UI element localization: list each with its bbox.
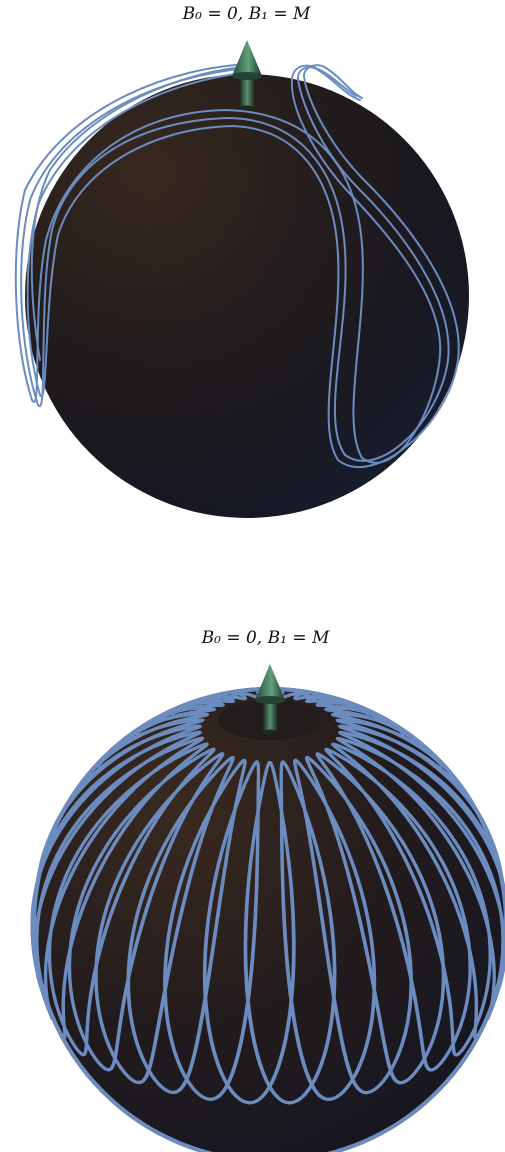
top-panel-title: B₀ = 0, B₁ = M xyxy=(182,4,311,24)
bottom-bloch-panel: B₀ = 0, B₁ = M xyxy=(0,620,505,1152)
trajectory-curve xyxy=(14,63,460,468)
spin-arrow-icon xyxy=(232,40,262,111)
sphere-shading xyxy=(25,74,469,518)
bloch-sphere xyxy=(32,687,505,1152)
bottom-panel-title: B₀ = 0, B₁ = M xyxy=(201,628,330,648)
spin-arrow-icon xyxy=(255,664,285,735)
bottom-bloch-sphere-figure xyxy=(30,664,505,1152)
top-bloch-sphere-figure xyxy=(14,40,469,518)
top-bloch-panel: B₀ = 0, B₁ = M xyxy=(0,0,505,540)
